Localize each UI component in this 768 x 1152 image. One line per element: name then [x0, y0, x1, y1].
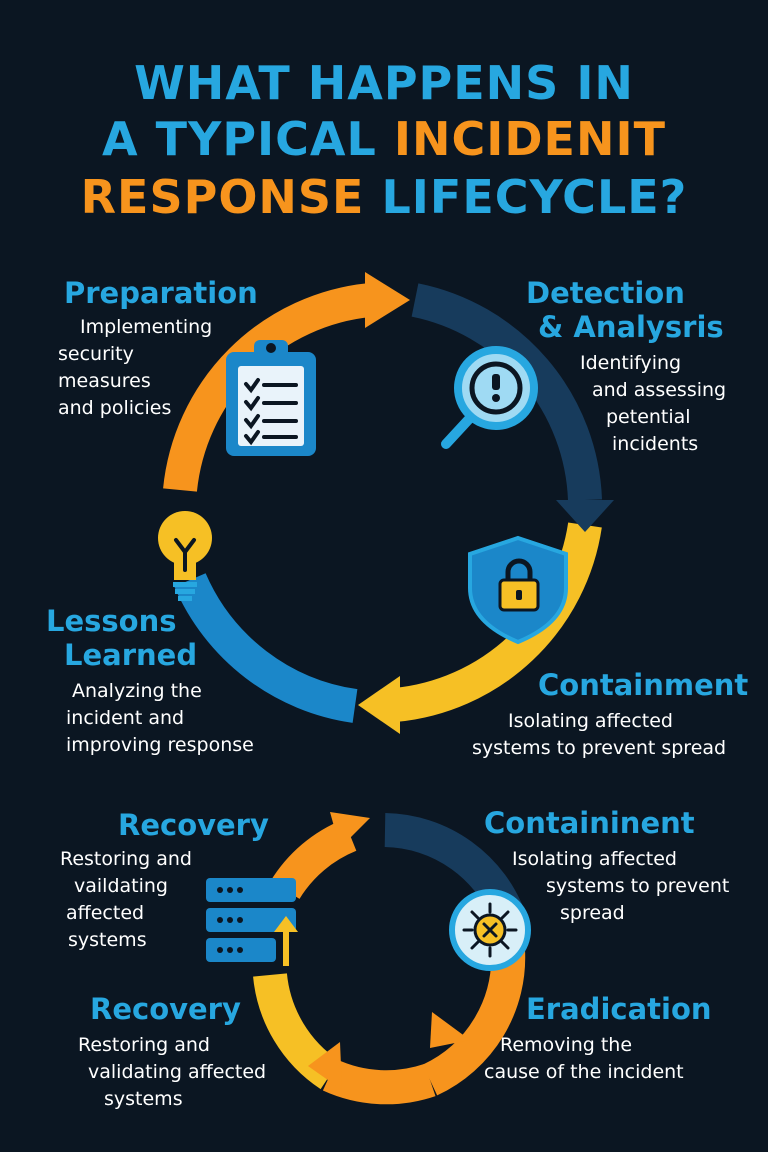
cycle1-arrowhead-right	[556, 500, 614, 532]
title-line-3: RESPONSE LIFECYCLE?	[0, 170, 768, 224]
title-line-2-b: INCIDENIT	[393, 112, 666, 166]
cycle2-arc-bottom-mid	[322, 1059, 436, 1105]
title-line-2-a: A TYPICAL	[102, 112, 377, 166]
recovery-bottom-desc-3: systems	[104, 1088, 183, 1110]
recovery-top-desc-2: vaildating	[74, 875, 168, 897]
preparation-desc-2: security	[58, 343, 134, 365]
detection-desc-3: petential	[606, 406, 691, 428]
recovery-top-desc-4: systems	[68, 929, 147, 951]
preparation-desc-3: measures	[58, 370, 151, 392]
cycle1-arrowhead-bottom	[358, 676, 400, 734]
lessons-label-1: Lessons	[46, 604, 177, 638]
detection-label-2: & Analysris	[538, 310, 724, 344]
cycle1-arc-containment	[393, 522, 602, 722]
server-upload-icon	[206, 878, 298, 966]
magnifier-alert-icon	[441, 346, 538, 449]
lessons-desc-2: incident and	[66, 707, 185, 729]
recovery-bottom-label: Recovery	[90, 992, 241, 1026]
containment-label: Containment	[538, 668, 749, 702]
cycle2-arc-eradication	[422, 949, 526, 1096]
recovery-top-desc-1: Restoring and	[60, 848, 192, 870]
lightbulb-icon	[158, 511, 212, 601]
lessons-desc-1: Analyzing the	[72, 680, 202, 702]
detection-desc-2: and assessing	[592, 379, 727, 401]
cycle2-arrowhead-bottom	[308, 1042, 342, 1090]
recovery-bottom-desc-2: validating affected	[88, 1061, 267, 1083]
recovery-top-desc-3: affected	[66, 902, 145, 924]
recovery-bottom-desc-1: Restoring and	[78, 1034, 210, 1056]
detection-label-1: Detection	[526, 276, 685, 310]
virus-icon	[449, 889, 531, 971]
detection-desc-4: incidents	[612, 433, 699, 455]
preparation-desc-4: and policies	[58, 397, 172, 419]
preparation-label: Preparation	[64, 276, 258, 310]
title-line-3-a: RESPONSE	[80, 170, 365, 224]
recovery-top-label: Recovery	[118, 808, 269, 842]
containment-desc-1: Isolating affected	[508, 710, 673, 732]
containment2-desc-1: Isolating affected	[512, 848, 677, 870]
containment-desc-2: systems to prevent spread	[472, 737, 727, 759]
cycle1-arrowhead-top	[365, 272, 410, 328]
eradication-desc-2: cause of the incident	[484, 1061, 684, 1083]
title-line-1: WHAT HAPPENS IN	[134, 56, 634, 110]
detection-desc-1: Identifying	[580, 352, 682, 374]
lessons-desc-3: improving response	[66, 734, 254, 756]
eradication-desc-1: Removing the	[500, 1034, 633, 1056]
cycle1-arc-lessons	[174, 573, 358, 723]
preparation-desc-1: Implementing	[80, 316, 213, 338]
shield-lock-icon	[468, 535, 568, 645]
lessons-label-2: Learned	[64, 638, 198, 672]
containment2-desc-3: spread	[560, 902, 625, 924]
containment2-label: Containinent	[484, 806, 695, 840]
cycle1-arc-detection	[411, 283, 602, 501]
containment2-desc-2: systems to prevent	[546, 875, 730, 897]
title-line-2: A TYPICAL INCIDENIT	[0, 112, 768, 166]
cycle2-arrowhead-top	[330, 812, 370, 848]
title-line-3-b: LIFECYCLE?	[381, 170, 688, 224]
clipboard-checklist-icon	[226, 340, 316, 456]
cycle2-arrowhead-right	[430, 1012, 470, 1048]
eradication-label: Eradication	[526, 992, 712, 1026]
